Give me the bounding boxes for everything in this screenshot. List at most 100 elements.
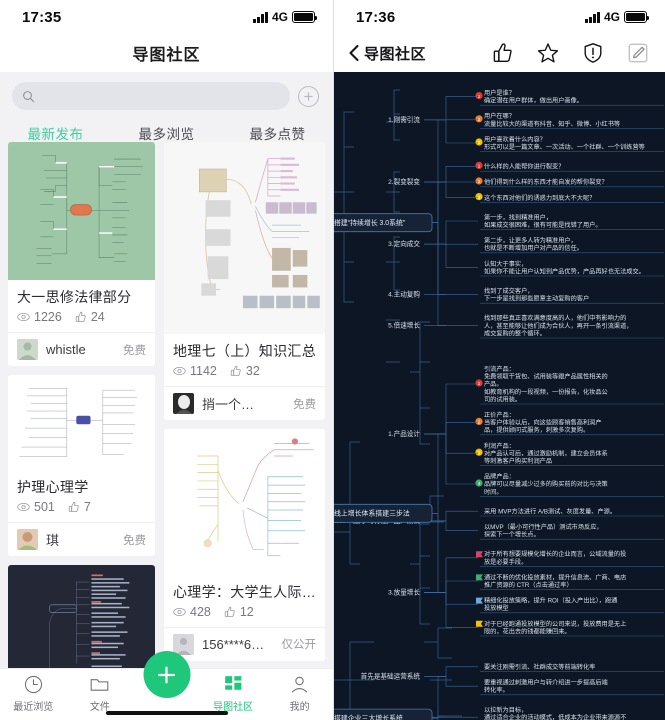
mindmap-connector xyxy=(432,676,446,719)
mindmap-leaf-text: 这个东西对他们的诱惑力到底大不大呢？ xyxy=(484,194,595,202)
mindmap-branch-label: 3.定向成交 xyxy=(388,239,420,248)
mindmap-badge xyxy=(475,177,483,185)
avatar xyxy=(17,339,38,361)
mindmap-badge-number: 2 xyxy=(478,420,481,425)
mindmap-connector xyxy=(424,592,478,628)
likes-stat: 12 xyxy=(224,605,254,619)
mindmap-badge-number: 3 xyxy=(478,195,481,200)
edit-pencil-icon[interactable] xyxy=(627,42,649,64)
card-footer[interactable]: 捎一个… 免费 xyxy=(164,386,325,420)
card-title: 护理心理学 xyxy=(17,479,89,496)
report-shield-icon[interactable] xyxy=(582,42,604,64)
mindmap-branch-label: 5.倍速增长 xyxy=(388,321,420,330)
feed-card[interactable]: 大一思修法律部分 1226 xyxy=(8,142,155,367)
create-fab-button[interactable] xyxy=(143,651,190,698)
add-map-button[interactable] xyxy=(298,85,319,107)
tab-recent[interactable]: 最近浏览 xyxy=(0,674,67,713)
tab-community[interactable]: 导图社区 xyxy=(200,674,267,713)
mindmap-leaf-text: 成交复购的整个循环。 xyxy=(484,329,546,337)
feed-card[interactable] xyxy=(8,565,155,668)
feed-card[interactable]: 心理学：大学生人际… 428 xyxy=(164,429,325,661)
card-footer[interactable]: 琪 免费 xyxy=(8,522,155,556)
mindmap-leaf-text: 等刺激客户购买利润产品 xyxy=(484,457,552,465)
mindmap-leaf-text: 他们得到什么样的东西才能自发的帮你裂变？ xyxy=(484,178,608,186)
mindmap-leaf-text: 找到了成交客户， xyxy=(484,287,534,295)
tab-recent-label: 最近浏览 xyxy=(13,702,54,713)
grid-icon xyxy=(224,676,241,690)
status-time: 17:36 xyxy=(356,8,396,26)
mindmap-leaf-text: 用户在哪？ xyxy=(484,112,515,120)
mindmap-connector xyxy=(424,557,478,593)
mindmap-badge-number: 1 xyxy=(478,94,481,99)
tab-most-viewed[interactable]: 最多浏览 xyxy=(111,118,222,152)
mindmap-root-label: 线上增长体系搭建三步法 xyxy=(334,509,410,518)
tab-files-label: 文件 xyxy=(89,702,110,713)
mindmap-badge-number: 3 xyxy=(478,450,481,455)
mindmap-connector xyxy=(432,181,446,223)
mindmap-connector xyxy=(424,181,478,198)
thumbs-up-icon xyxy=(230,365,241,377)
mindmap-svg[interactable] xyxy=(334,72,665,720)
mindmap-leaf-text: 采用 MVP方法进行 A/B测试、灰度发量、产源。 xyxy=(484,507,616,515)
card-stats: 501 7 xyxy=(8,500,155,522)
mindmap-leaf-text: 以拉新为目标， xyxy=(484,706,527,714)
card-stats: 1226 24 xyxy=(8,310,155,332)
search-row xyxy=(0,72,333,116)
mindmap-leaf-text: 对于所有想要规模化增长的企业而言，公域流量的投 xyxy=(484,550,626,558)
author-name: 156****6… xyxy=(202,636,265,652)
back-button[interactable]: 导图社区 xyxy=(346,43,426,64)
mindmap-badge xyxy=(475,115,483,123)
status-time: 17:35 xyxy=(22,8,62,26)
mindmap-connector xyxy=(432,513,446,522)
views-count: 1142 xyxy=(190,364,217,379)
mindmap-connector xyxy=(424,433,478,485)
mindmap-connector xyxy=(424,580,478,593)
search-input[interactable] xyxy=(42,89,280,103)
card-footer[interactable]: whistle 免费 xyxy=(8,332,155,366)
status-bar-right: 17:36 4G xyxy=(334,0,665,34)
mindmap-connector xyxy=(424,676,478,687)
mindmap-leaf-text: 通过适合企业的活动模式，低成本为企业带来源源不 xyxy=(484,713,626,720)
mindmap-leaf-text: 流量比较大的渠道有抖音、知乎、微博、小红书等 xyxy=(484,120,620,128)
tab-most-liked[interactable]: 最多点赞 xyxy=(222,118,333,152)
mindmap-leaf-text: 限的，花出去的钱都能赚回来。 xyxy=(484,627,571,635)
card-thumbnail-green xyxy=(8,142,155,281)
mindmap-badge xyxy=(475,138,483,146)
tab-community-label: 导图社区 xyxy=(213,702,254,713)
mindmap-connector xyxy=(424,433,478,454)
left-navbar: 导图社区 xyxy=(0,34,333,72)
mindmap-badge xyxy=(475,161,483,169)
likes-stat: 24 xyxy=(75,310,105,324)
views-count: 501 xyxy=(34,500,55,515)
mindmap-leaf-text: 品，提供顾问式服务，刺激多次复购。 xyxy=(484,426,589,434)
search-box[interactable] xyxy=(12,82,290,110)
author-name: 捎一个… xyxy=(202,397,255,413)
tab-files[interactable]: 文件 xyxy=(67,674,134,713)
mindmap-flag-marker xyxy=(476,551,483,558)
tab-mine[interactable]: 我的 xyxy=(266,674,333,713)
mindmap-leaf-text: 如果成交很困难，很有可能是找错了用户。 xyxy=(484,221,602,229)
mindmap-connector xyxy=(432,222,446,295)
star-icon[interactable] xyxy=(537,42,559,64)
feed-card[interactable]: 地理七（上）知识汇总 1142 xyxy=(164,142,325,421)
card-thumbnail-white xyxy=(8,375,155,471)
mindmap-leaf-text: 如教育机构的一段视频，一份报告，化妆品公 xyxy=(484,388,608,396)
mindmap-leaf-text: 第二步，让更多人转为精准用户， xyxy=(484,237,577,245)
card-footer[interactable]: 156****6… 仅公开 xyxy=(164,626,325,661)
mindmap-connector xyxy=(432,119,446,223)
mindmap-badge xyxy=(475,92,483,100)
mindmap-connector xyxy=(424,520,478,531)
mindmap-leaf-text: 司的试用装。 xyxy=(484,395,521,403)
thumbs-up-icon[interactable] xyxy=(492,42,514,64)
mindmap-connector xyxy=(432,513,446,593)
mindmap-leaf-text: 利润产品： xyxy=(484,442,515,450)
card-stats: 1142 32 xyxy=(164,364,325,386)
feed-grid[interactable]: 大一思修法律部分 1226 xyxy=(0,142,333,668)
likes-count: 32 xyxy=(245,364,260,379)
mindmap-background xyxy=(334,72,665,720)
feed-card[interactable]: 护理心理学 501 xyxy=(8,375,155,557)
mindmap-leaf-text: 时间。 xyxy=(484,488,503,496)
network-label: 4G xyxy=(271,10,288,24)
